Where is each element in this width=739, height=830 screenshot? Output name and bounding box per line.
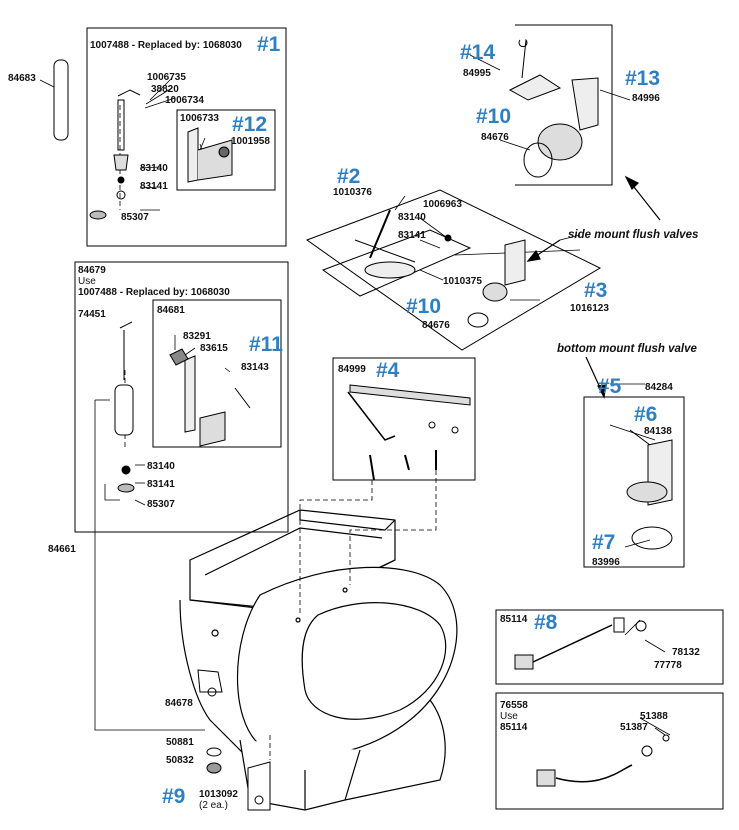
callout-13: #13 — [625, 67, 661, 90]
part-85307-mid: 85307 — [147, 499, 175, 510]
callout-9: #9 — [162, 785, 186, 808]
part-83615: 83615 — [200, 343, 228, 354]
callout-10-upper: #10 — [476, 105, 512, 128]
part-84676-lower: 84676 — [422, 320, 450, 331]
part-84678: 84678 — [165, 698, 193, 709]
toilet-drawing — [179, 509, 458, 811]
box-2-inner-frame — [321, 229, 472, 297]
box-12-frame — [176, 109, 276, 191]
note-side-mount: side mount flush valves — [568, 229, 699, 241]
callout-6: #6 — [634, 403, 658, 426]
box-2-header-2: Use — [78, 276, 96, 287]
part-83140-top: 83140 — [140, 163, 168, 174]
box-84679-frame — [74, 261, 289, 533]
box-2-header-3: 1007488 - Replaced by: 1068030 — [78, 287, 230, 298]
part-2ea: (2 ea.) — [199, 800, 228, 811]
box-1-header: 1007488 - Replaced by: 1068030 — [90, 40, 242, 51]
part-51387: 51387 — [620, 722, 648, 733]
callout-1: #1 — [257, 33, 281, 56]
callout-14: #14 — [460, 41, 496, 64]
box-13-frame — [515, 24, 613, 186]
part-84676-upper: 84676 — [481, 132, 509, 143]
part-50881: 50881 — [166, 737, 194, 748]
callout-3: #3 — [584, 279, 608, 302]
box-76558-frame — [495, 692, 724, 810]
part-1013092: 1013092 — [199, 789, 238, 800]
box-11-frame — [152, 299, 282, 448]
part-83996: 83996 — [592, 557, 620, 568]
box-5-frame — [583, 396, 685, 568]
callout-4: #4 — [376, 359, 400, 382]
box-1-frame — [86, 27, 287, 247]
box-8-frame — [495, 609, 724, 685]
part-74451: 74451 — [78, 309, 106, 320]
callout-10-lower: #10 — [406, 295, 442, 318]
part-1010375: 1010375 — [443, 276, 482, 287]
part-83143: 83143 — [241, 362, 269, 373]
part-84661: 84661 — [48, 544, 76, 555]
part-1001958: 1001958 — [231, 136, 270, 147]
part-1006735: 1006735 — [147, 72, 186, 83]
part-84996: 84996 — [632, 93, 660, 104]
part-77778: 77778 — [654, 660, 682, 671]
box-2-header-1: 84679 — [78, 265, 106, 276]
replace-header-2: Use — [500, 711, 518, 722]
callout-8: #8 — [534, 611, 558, 634]
part-50832: 50832 — [166, 755, 194, 766]
arrows — [526, 175, 661, 399]
replace-header-3: 85114 — [500, 722, 528, 733]
note-bottom-mount: bottom mount flush valve — [557, 343, 697, 355]
part-83140-mid: 83140 — [147, 461, 175, 472]
part-1006963: 1006963 — [423, 199, 462, 210]
part-78132: 78132 — [672, 647, 700, 658]
callout-2: #2 — [337, 165, 361, 188]
part-84995: 84995 — [463, 68, 491, 79]
box-2-3-frame — [305, 189, 602, 351]
part-84683: 84683 — [8, 73, 36, 84]
part-38820: 38820 — [151, 84, 179, 95]
part-84681: 84681 — [157, 305, 185, 316]
part-84284: 84284 — [645, 382, 673, 393]
part-1006733: 1006733 — [180, 113, 219, 124]
callout-7: #7 — [592, 531, 616, 554]
box-4-frame — [332, 357, 476, 481]
part-1016123: 1016123 — [570, 303, 609, 314]
part-84138: 84138 — [644, 426, 672, 437]
part-83141-g2: 83141 — [398, 230, 426, 241]
part-83141-mid: 83141 — [147, 479, 175, 490]
part-1006734: 1006734 — [165, 95, 204, 106]
part-83141-top: 83141 — [140, 181, 168, 192]
part-83140-g2: 83140 — [398, 212, 426, 223]
part-51388: 51388 — [640, 711, 668, 722]
replace-header-1: 76558 — [500, 700, 528, 711]
part-1010376: 1010376 — [333, 187, 372, 198]
part-85114: 85114 — [500, 614, 528, 625]
callout-5: #5 — [598, 375, 622, 398]
part-84999: 84999 — [338, 364, 366, 375]
callout-12: #12 — [232, 113, 268, 136]
part-85307-top: 85307 — [121, 212, 149, 223]
part-83291: 83291 — [183, 331, 211, 342]
callout-11: #11 — [249, 333, 283, 356]
part-drawings — [53, 38, 673, 811]
